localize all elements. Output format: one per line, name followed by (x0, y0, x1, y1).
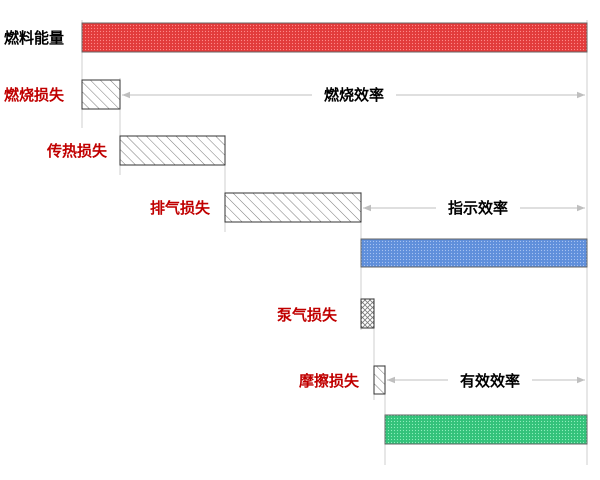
indicated-efficiency-label: 指示效率 (448, 199, 508, 217)
pumping-loss-label: 泵气损失 (277, 306, 338, 324)
label-bg (436, 198, 520, 218)
exhaust-loss-label: 排气损失 (150, 199, 211, 217)
label-bg (312, 85, 396, 105)
fuel-energy-bar (81, 22, 588, 53)
friction-loss-label: 摩擦损失 (299, 372, 360, 390)
combustion-efficiency-label: 燃烧效率 (324, 86, 384, 104)
fuel-energy-label: 燃料能量 (4, 29, 64, 47)
heat-transfer-loss-bar (119, 135, 226, 166)
heat-transfer-loss-label: 传热损失 (46, 142, 108, 160)
pumping-loss-bar (360, 298, 375, 329)
label-bg (448, 370, 532, 390)
combustion-loss-label: 燃烧损失 (4, 86, 65, 104)
effective-efficiency-bar (384, 414, 588, 445)
friction-loss-bar (373, 365, 386, 395)
exhaust-loss-bar (224, 192, 362, 223)
combustion-loss-bar (81, 79, 121, 110)
effective-efficiency-label: 有效效率 (460, 372, 520, 390)
indicated-efficiency-bar (360, 238, 588, 268)
